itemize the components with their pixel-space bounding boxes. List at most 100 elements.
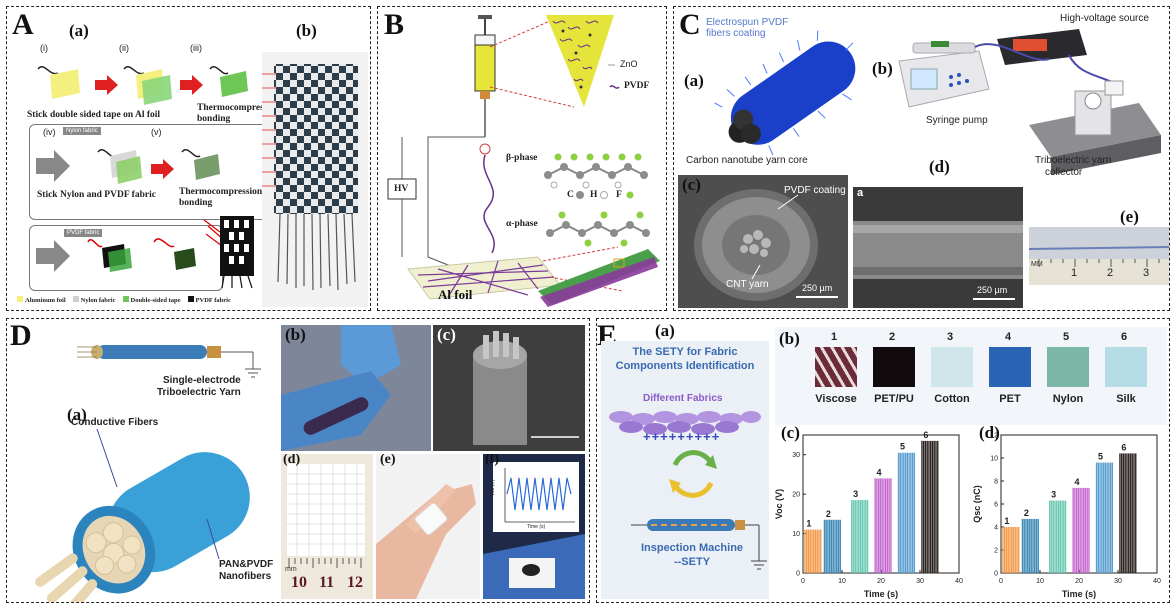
x-tick-label: 30	[916, 578, 924, 585]
y-tick-label: 10	[792, 531, 800, 538]
data-label: 4	[1075, 477, 1080, 487]
subfigure-label: (a)	[67, 405, 87, 424]
subfigure-label: (c)	[437, 325, 456, 344]
cnt-yarn-label: CNT yarn	[726, 279, 769, 290]
x-tick-label: 10	[1036, 578, 1044, 585]
step-label: (v)	[151, 127, 162, 137]
swatch-label: Cotton	[934, 393, 970, 405]
subfigure-label: (f)	[485, 454, 499, 467]
coating-label: PVDF coating	[784, 185, 846, 196]
electrospinning-schematic	[387, 15, 660, 307]
equipment-illustration	[898, 29, 1161, 175]
fabric-swatch	[815, 347, 857, 387]
y-tick-label: 8	[994, 479, 998, 486]
y-tick-label: 2	[994, 548, 998, 555]
data-label: 1	[806, 519, 811, 529]
x-axis-label: Time (s)	[1062, 589, 1096, 599]
signal-burst	[1119, 453, 1137, 573]
ruler-number: 11	[319, 574, 335, 591]
y-tick-label: 0	[796, 571, 800, 578]
glove-photo: (b)	[281, 325, 431, 451]
fabric-swatch	[1105, 347, 1147, 387]
x-tick-label: 40	[955, 578, 963, 585]
legend-item: PVDF fabric	[187, 296, 231, 304]
ruler-number: 2	[1107, 267, 1114, 279]
atom-c: C	[567, 190, 574, 200]
inset-axis-label: Voc (V)	[490, 479, 496, 496]
scale-bar-label: 250 µm	[802, 283, 833, 293]
swatch-label: Silk	[1116, 393, 1136, 405]
signal-burst	[804, 529, 822, 573]
fabric-swatch	[989, 347, 1031, 387]
legend-item: Double-sided tape	[122, 296, 181, 304]
step-label: (iv)	[43, 127, 56, 137]
y-axis-label: Voc (V)	[774, 489, 784, 519]
step-label: (iii)	[190, 43, 202, 53]
swatch-label: PET/PU	[874, 393, 914, 405]
x-tick-label: 10	[838, 578, 846, 585]
swatch-label: PET	[999, 393, 1021, 405]
signal-burst	[1072, 487, 1090, 573]
subfigure-label: (d)	[979, 423, 1000, 442]
signal-burst	[851, 500, 869, 573]
label-hv: HV	[394, 184, 409, 194]
signal-burst	[823, 519, 841, 573]
sety-machine-caption: Inspection Machine--SETY	[640, 542, 744, 568]
signal-burst	[921, 440, 939, 573]
y-tick-label: 20	[792, 492, 800, 499]
ruler-number: 12	[347, 574, 363, 591]
step-caption: Thermocompression bonding	[179, 187, 263, 208]
subfigure-label: (b)	[285, 325, 306, 344]
nylon-tag: Nylon fabric	[63, 127, 101, 135]
subfigure-label: (d)	[929, 157, 950, 176]
step-caption: Thermocompression bonding	[197, 103, 281, 124]
swatch-number: 1	[831, 331, 838, 343]
signal-burst	[1049, 500, 1067, 573]
data-label: 4	[877, 467, 882, 477]
subfigure-label: (e)	[380, 454, 396, 467]
signal-burst	[874, 478, 892, 573]
woven-fabric-photo	[262, 52, 368, 307]
y-tick-label: 6	[994, 502, 998, 509]
swatch-number: 4	[1005, 331, 1012, 343]
ruler-number: 3	[1143, 267, 1150, 279]
data-label: 3	[1051, 490, 1056, 500]
ruler-unit: MM	[1031, 261, 1043, 268]
sety-concept-card	[601, 341, 769, 599]
ruler-number: 1	[1071, 267, 1078, 279]
pvdf-fiber-illustration	[714, 30, 856, 156]
fabrics-label: Different Fabrics	[643, 393, 723, 404]
panel-letter: C	[679, 8, 701, 41]
sem-panel-tag: a	[857, 187, 864, 199]
data-label: 6	[923, 430, 928, 440]
swatch-number: 6	[1121, 331, 1128, 343]
label-al-foil: Al foil	[438, 287, 473, 302]
y-tick-label: 10	[990, 456, 998, 463]
conductive-fibers-label: Conductive Fibers	[71, 417, 159, 428]
atom-h: H	[590, 190, 598, 200]
data-label: 2	[1024, 508, 1029, 518]
inset-axis-label: Time (s)	[527, 524, 546, 530]
sety-concept-illustration	[609, 411, 767, 570]
label-alpha-phase: α-phase	[506, 219, 538, 229]
scale-bar-label: 250 µm	[977, 285, 1008, 295]
panel-letter: B	[384, 8, 405, 41]
step-label: (ii)	[119, 43, 129, 53]
subfigure-label: (b)	[872, 59, 893, 78]
process-row-1	[37, 66, 248, 105]
signal-burst	[1095, 462, 1114, 573]
swatch-label: Viscose	[815, 393, 857, 405]
subfigure-label: (a)	[655, 321, 675, 340]
fabric-swatch	[1047, 347, 1089, 387]
swatch-number: 5	[1063, 331, 1070, 343]
fabric-swatch	[873, 347, 915, 387]
triboelectric-yarn-illustration	[35, 345, 261, 602]
panel-b: B	[377, 6, 667, 311]
